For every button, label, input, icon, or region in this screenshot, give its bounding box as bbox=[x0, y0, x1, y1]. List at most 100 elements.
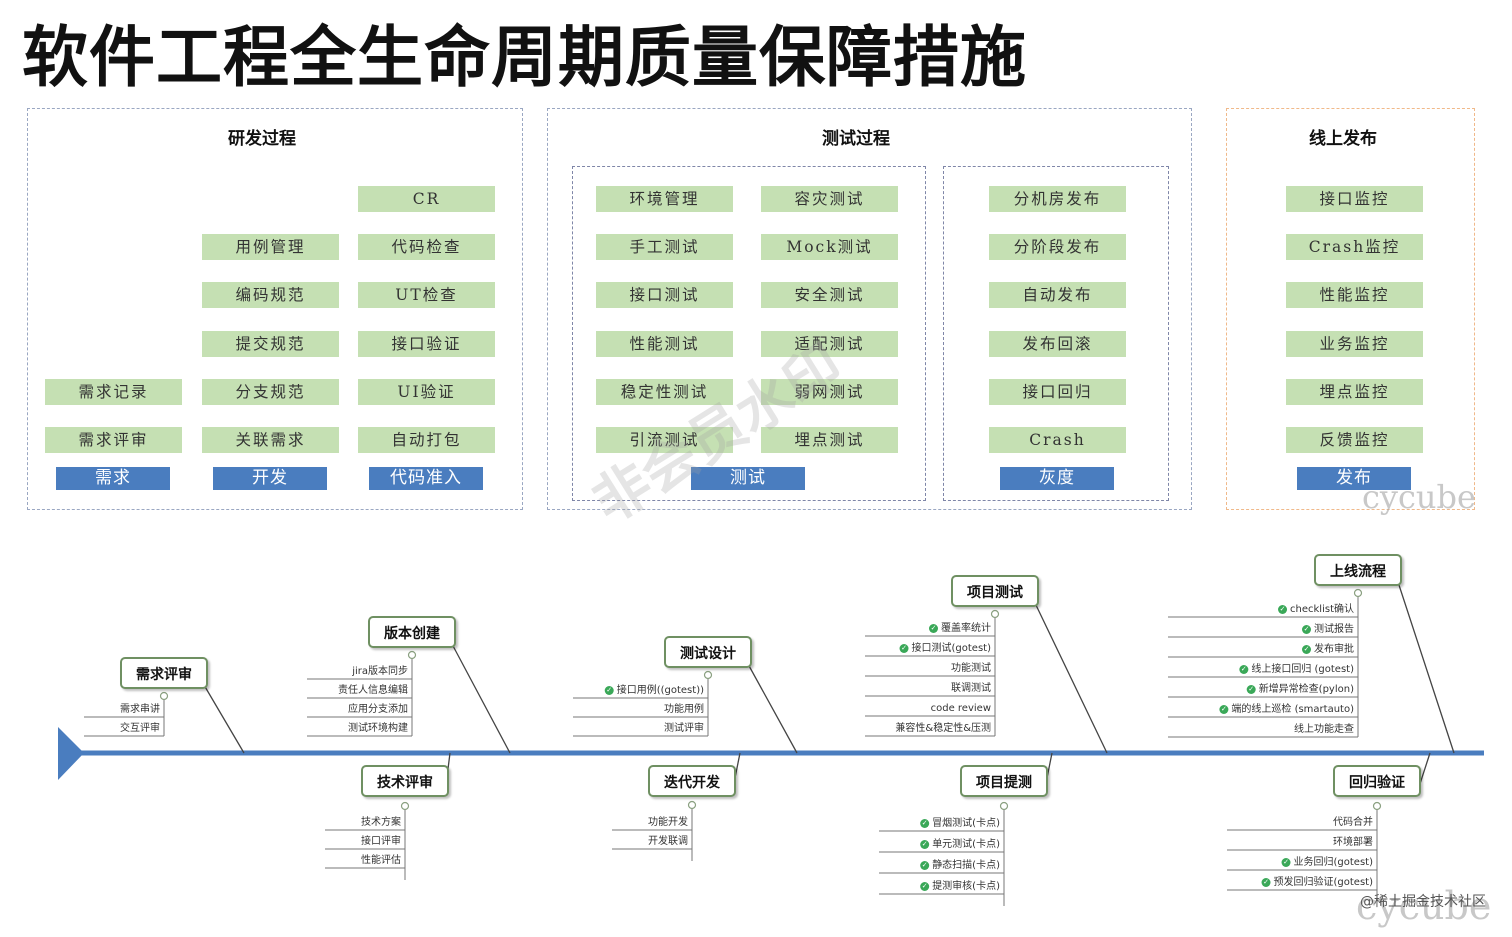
fishbone-branch bbox=[747, 663, 798, 754]
fishbone-leaf-text: 功能用例 bbox=[664, 704, 704, 715]
process-item: 分支规范 bbox=[202, 379, 339, 405]
fishbone-joint bbox=[1353, 588, 1363, 598]
fishbone-leaf-text: 需求串讲 bbox=[120, 704, 160, 715]
process-item: 反馈监控 bbox=[1286, 427, 1423, 453]
process-item: 分阶段发布 bbox=[989, 234, 1126, 260]
process-item: Crash bbox=[989, 427, 1126, 453]
process-item: CR bbox=[358, 186, 495, 212]
fishbone-leaf: 开发联调 bbox=[648, 835, 688, 848]
fishbone-leaf: 测试环境构建 bbox=[348, 722, 408, 735]
fishbone-leaf-text: 交互评审 bbox=[120, 723, 160, 734]
fishbone-leaf: ✓checklist确认 bbox=[1278, 603, 1354, 616]
fishbone-leaf: 功能开发 bbox=[648, 816, 688, 829]
fishbone-leaf-text: 接口评审 bbox=[361, 836, 401, 847]
check-icon: ✓ bbox=[1302, 644, 1311, 654]
process-item: 分机房发布 bbox=[989, 186, 1126, 212]
fishbone-leaf-text: 冒烟测试(卡点) bbox=[932, 818, 1000, 829]
process-item: 接口验证 bbox=[358, 331, 495, 357]
gray-group bbox=[943, 166, 1169, 501]
fishbone-node: 回归验证 bbox=[1333, 765, 1421, 797]
check-icon: ✓ bbox=[1239, 664, 1249, 674]
fishbone-node: 版本创建 bbox=[368, 616, 456, 648]
fishbone-leaf: ✓新增异常检查(pylon) bbox=[1246, 683, 1354, 696]
fishbone-node: 测试设计 bbox=[664, 636, 752, 668]
process-item: UT检查 bbox=[358, 282, 495, 308]
source-credit: @稀土掘金技术社区 bbox=[1360, 894, 1486, 910]
phase-label: 需求 bbox=[56, 467, 170, 490]
process-item: Mock测试 bbox=[761, 234, 898, 260]
process-item: 需求记录 bbox=[45, 379, 182, 405]
fishbone-leaf: 代码合并 bbox=[1333, 816, 1373, 829]
process-item: 适配测试 bbox=[761, 331, 898, 357]
phase-label: 发布 bbox=[1297, 467, 1411, 490]
fishbone-leaf-text: 功能测试 bbox=[951, 663, 991, 674]
process-item: 自动打包 bbox=[358, 427, 495, 453]
fishbone-leaf-text: 业务回归(gotest) bbox=[1293, 857, 1373, 868]
phase-label: 测试 bbox=[691, 467, 805, 490]
fishbone-leaf: ✓接口测试(gotest) bbox=[899, 642, 991, 655]
fishbone-joint bbox=[703, 670, 713, 680]
fishbone-leaf: ✓提测审核(卡点) bbox=[920, 880, 1000, 893]
fishbone-node: 项目测试 bbox=[951, 575, 1039, 607]
process-item: 发布回滚 bbox=[989, 331, 1126, 357]
fishbone-leaf: 责任人信息编辑 bbox=[338, 684, 408, 697]
fishbone-leaf-text: 线上功能走查 bbox=[1294, 724, 1354, 735]
fishbone-leaf-text: 性能评估 bbox=[361, 855, 401, 866]
fishbone-leaf: jira版本同步 bbox=[352, 665, 408, 678]
fishbone-leaf: 交互评审 bbox=[120, 722, 160, 735]
fishbone-joint bbox=[159, 691, 169, 701]
fishbone-leaf-text: 兼容性&稳定性&压测 bbox=[895, 723, 991, 734]
fishbone-leaf: 性能评估 bbox=[361, 854, 401, 867]
check-icon: ✓ bbox=[920, 818, 930, 828]
process-item: 容灾测试 bbox=[761, 186, 898, 212]
process-item: 引流测试 bbox=[596, 427, 733, 453]
fishbone-joint bbox=[687, 800, 697, 810]
fishbone-leaf: 应用分支添加 bbox=[348, 703, 408, 716]
fishbone-joint bbox=[999, 801, 1009, 811]
fishbone-node: 上线流程 bbox=[1314, 554, 1402, 586]
fishbone-leaf-text: 线上接口回归 (gotest) bbox=[1251, 664, 1354, 675]
brand-watermark: cycube bbox=[1362, 478, 1476, 516]
fishbone-leaf-text: 预发回归验证(gotest) bbox=[1273, 877, 1373, 888]
fishbone-leaf: code review bbox=[931, 702, 991, 715]
phase-label: 代码准入 bbox=[369, 467, 483, 490]
dev-section-title: 研发过程 bbox=[228, 129, 296, 149]
test-group bbox=[572, 166, 926, 501]
fishbone-leaf-text: 测试评审 bbox=[664, 723, 704, 734]
fishbone-leaf: 线上功能走查 bbox=[1294, 723, 1354, 736]
process-item: 接口监控 bbox=[1286, 186, 1423, 212]
fishbone-leaf-text: 端的线上巡检 (smartauto) bbox=[1231, 704, 1354, 715]
fishbone-leaf-text: 静态扫描(卡点) bbox=[932, 860, 1000, 871]
test-section-title: 测试过程 bbox=[822, 129, 890, 149]
fishbone-branch bbox=[203, 684, 245, 754]
fishbone-node: 迭代开发 bbox=[648, 765, 736, 797]
fishbone-joint bbox=[407, 650, 417, 660]
process-item: Crash监控 bbox=[1286, 234, 1423, 260]
process-item: 埋点测试 bbox=[761, 427, 898, 453]
fishbone-leaf: 功能测试 bbox=[951, 662, 991, 675]
fishbone-leaf: 环境部署 bbox=[1333, 836, 1373, 849]
process-item: 代码检查 bbox=[358, 234, 495, 260]
fishbone-leaf: ✓测试报告 bbox=[1302, 623, 1354, 636]
page-title: 软件工程全生命周期质量保障措施 bbox=[22, 19, 1027, 96]
process-item: 性能测试 bbox=[596, 331, 733, 357]
process-item: 性能监控 bbox=[1286, 282, 1423, 308]
process-item: 需求评审 bbox=[45, 427, 182, 453]
fishbone-node: 技术评审 bbox=[361, 765, 449, 797]
process-item: 编码规范 bbox=[202, 282, 339, 308]
check-icon: ✓ bbox=[1278, 604, 1288, 614]
fishbone-leaf-text: 新增异常检查(pylon) bbox=[1258, 684, 1354, 695]
process-item: 弱网测试 bbox=[761, 379, 898, 405]
fishbone-branch bbox=[451, 643, 511, 754]
fishbone-leaf-text: 功能开发 bbox=[648, 817, 688, 828]
check-icon: ✓ bbox=[1302, 624, 1311, 634]
fishbone-leaf-text: jira版本同步 bbox=[352, 666, 408, 677]
fishbone-leaf-text: 代码合并 bbox=[1333, 817, 1373, 828]
process-item: 手工测试 bbox=[596, 234, 733, 260]
check-icon: ✓ bbox=[899, 643, 909, 653]
fishbone-leaf: 技术方案 bbox=[361, 816, 401, 829]
fishbone-leaf-text: 覆盖率统计 bbox=[941, 623, 991, 634]
fishbone-leaf-text: 接口用例((gotest)) bbox=[616, 685, 704, 696]
fishbone-joint bbox=[400, 801, 410, 811]
